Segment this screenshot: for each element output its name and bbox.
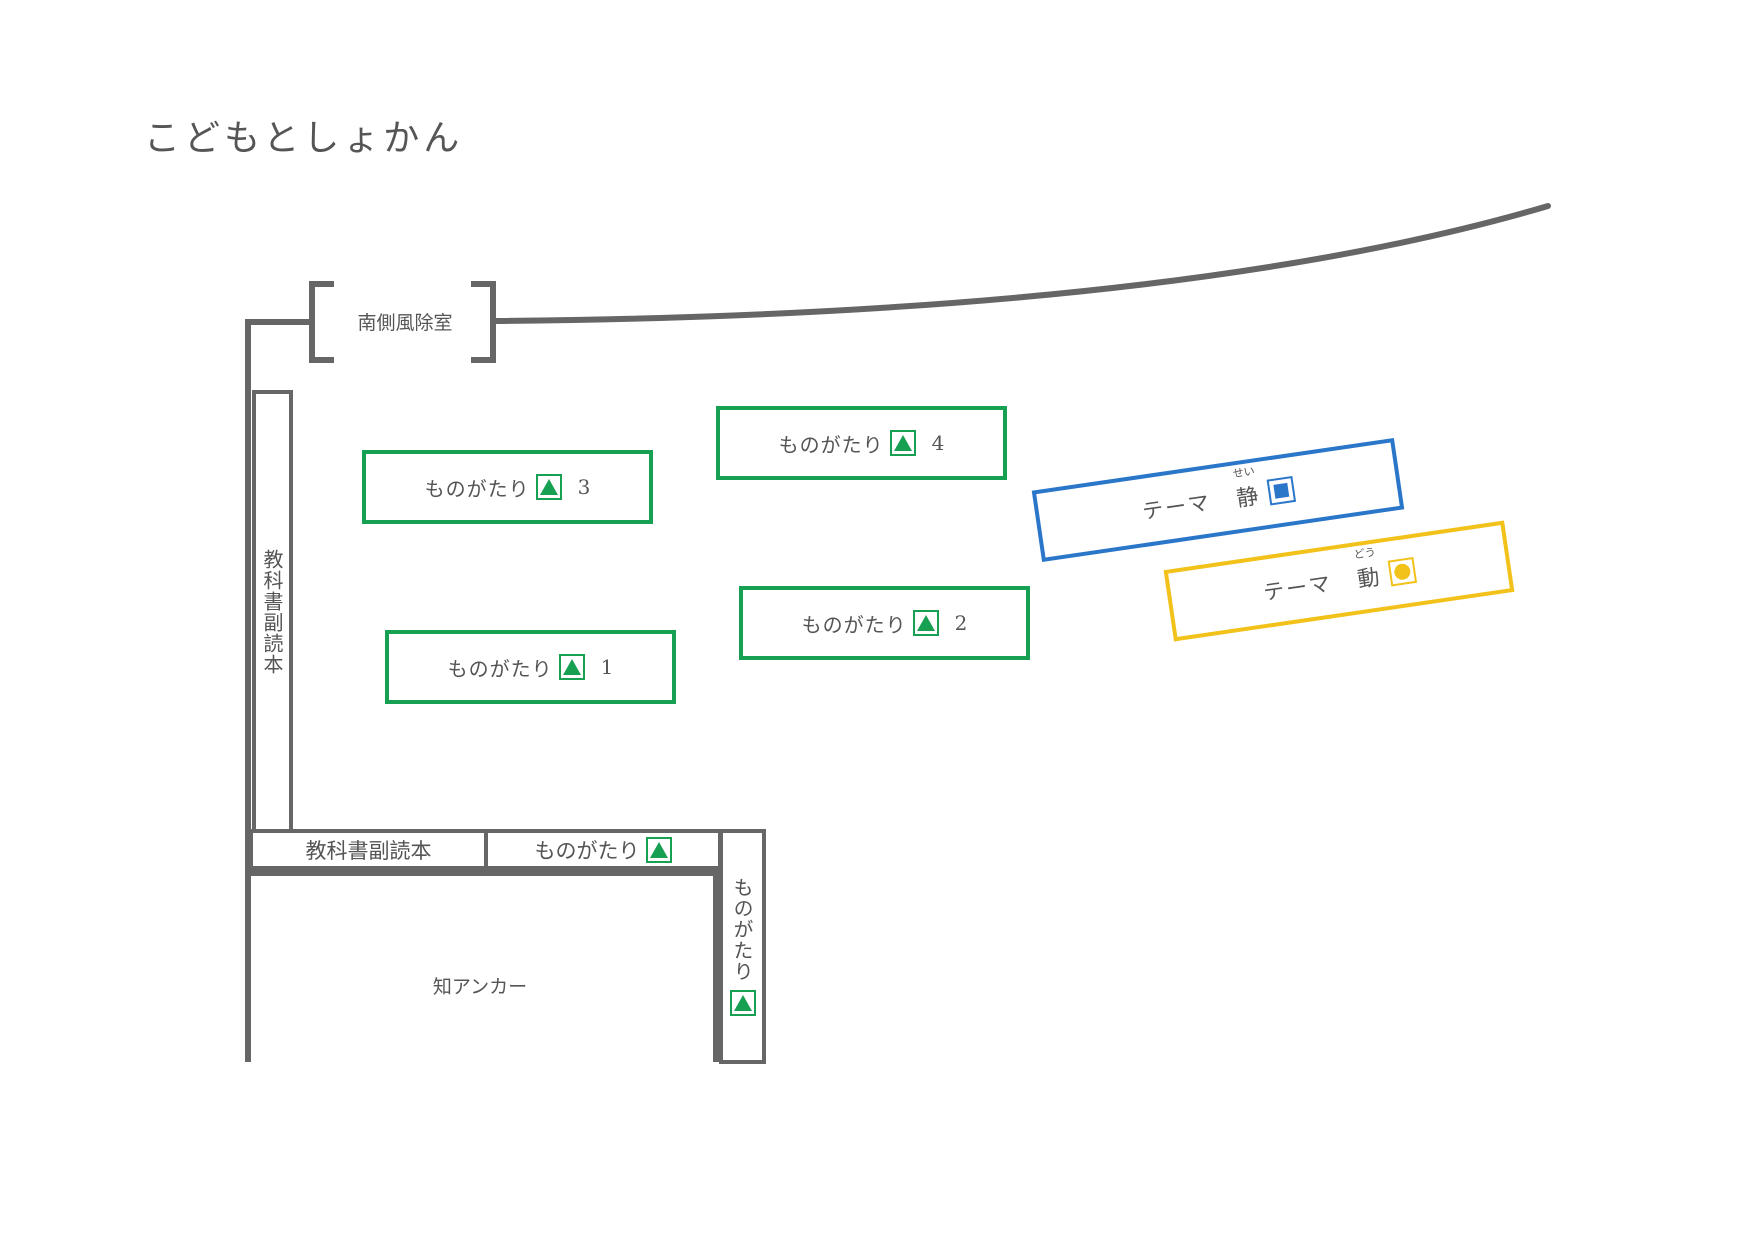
story-shelf-2: ものがたり 2	[739, 586, 1030, 660]
green-triangle-icon	[729, 990, 756, 1016]
bottom-right-shelf-text: ものがたり	[534, 839, 640, 863]
outer-left-wall	[245, 319, 312, 1062]
theme-ruby: せい	[1231, 464, 1256, 481]
right-wall-shelf	[719, 829, 766, 1064]
blue-square-icon	[1266, 476, 1296, 506]
vestibule-left-bracket	[309, 281, 334, 363]
green-triangle-icon	[889, 430, 916, 456]
green-triangle-icon	[558, 654, 585, 680]
right-wall-shelf-label: ものがたり	[721, 831, 764, 1062]
bottom-left-shelf-label: 教科書副読本	[253, 832, 484, 868]
story-shelf-number: 2	[954, 611, 968, 635]
theme-kanji-text: 静	[1234, 484, 1261, 513]
green-triangle-icon	[535, 474, 562, 500]
story-shelf-number: 3	[577, 475, 591, 499]
theme-kanji: 静 せい	[1232, 464, 1261, 513]
story-shelf-label: ものがたり	[801, 612, 907, 637]
story-shelf-1: ものがたり 1	[385, 630, 676, 704]
yellow-circle-icon	[1387, 557, 1417, 587]
theme-kanji-text: 動	[1355, 565, 1382, 594]
story-shelf-label: ものがたり	[778, 432, 884, 457]
green-triangle-icon	[645, 837, 672, 863]
story-shelf-number: 1	[600, 655, 614, 679]
story-shelf-4: ものがたり 4	[716, 406, 1007, 480]
story-shelf-label: ものがたり	[447, 656, 553, 681]
theme-ruby: どう	[1352, 545, 1377, 562]
theme-kanji: 動 どう	[1353, 545, 1382, 594]
story-shelf-3: ものがたり 3	[362, 450, 653, 524]
left-wall-shelf	[252, 390, 293, 833]
bottom-right-shelf-label: ものがたり	[488, 832, 718, 868]
right-wall-shelf-text: ものがたり	[730, 877, 754, 982]
vestibule-label: 南側風除室	[357, 311, 453, 334]
story-shelf-label: ものがたり	[424, 476, 530, 501]
anchor-area-label: 知アンカー	[432, 975, 528, 998]
vestibule-right-bracket	[471, 281, 496, 363]
story-shelf-number: 4	[931, 431, 945, 455]
curved-exterior-wall	[493, 203, 1551, 324]
theme-label: テーマ	[1140, 490, 1213, 524]
left-wall-shelf-label: 教科書副読本	[260, 548, 284, 675]
bottom-left-shelf-text: 教科書副読本	[305, 839, 432, 863]
green-triangle-icon	[912, 610, 939, 636]
theme-label: テーマ	[1261, 571, 1334, 605]
page-title: こどもとしょかん	[144, 118, 464, 159]
